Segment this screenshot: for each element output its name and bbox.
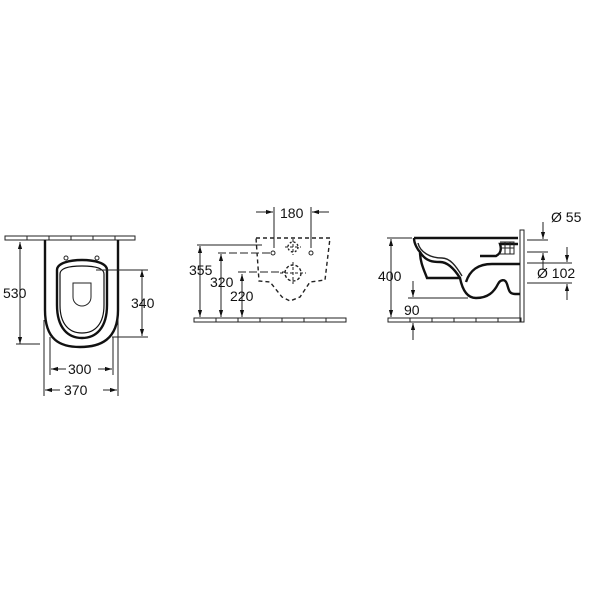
- fixing-hole-left: [63, 255, 69, 261]
- floor-bar: [193, 317, 347, 323]
- dim-top-height: 355: [189, 262, 213, 278]
- dim-outer-width: 370: [64, 382, 88, 398]
- wall-bar: [4, 235, 136, 241]
- dim-outlet-height: 220: [230, 288, 254, 304]
- floor-bar: [387, 317, 522, 323]
- fixing-hole-left: [270, 250, 276, 256]
- dim-inner-width: 300: [68, 361, 92, 377]
- inlet-connector: [500, 241, 515, 255]
- bowl-inner-line: [417, 242, 463, 277]
- dim-inlet-diameter: Ø 55: [551, 209, 582, 225]
- toilet-outer-outline: [43, 240, 120, 349]
- front-view: 530 340 300 370: [3, 235, 155, 398]
- dim-outlet-diameter: Ø 102: [537, 265, 575, 281]
- side-view: 400 90 Ø 55 Ø 102: [378, 209, 582, 340]
- dim-hole-spacing: 180: [280, 205, 304, 221]
- toilet-seat-outline: [55, 258, 109, 340]
- dim-bowl-length: 340: [131, 295, 155, 311]
- dim-height-total: 530: [3, 285, 27, 301]
- fixing-hole-right: [94, 255, 100, 261]
- toilet-bowl-inner: [59, 265, 105, 334]
- rear-mounting-view: 180 355 320 220: [189, 205, 347, 323]
- dim-outlet-offset: 90: [404, 302, 420, 318]
- fixing-hole-right: [308, 250, 314, 256]
- dim-rim-height: 400: [378, 268, 402, 284]
- dim-fixing-height: 320: [210, 274, 234, 290]
- wall: [519, 229, 525, 323]
- toilet-side-profile: [412, 236, 520, 300]
- mounting-outline: [255, 237, 331, 302]
- bowl-opening: [72, 282, 92, 307]
